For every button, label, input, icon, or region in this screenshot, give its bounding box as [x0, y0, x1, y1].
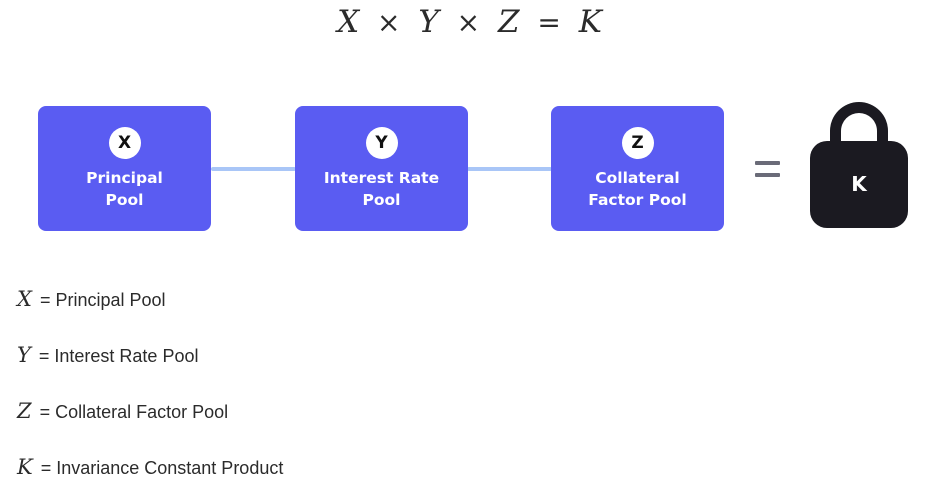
legend-x-var: X	[17, 287, 32, 311]
lock-icon: K	[810, 102, 908, 228]
equals-sign-top-bar	[755, 161, 780, 165]
lock-body: K	[810, 141, 908, 228]
lock-k-label: K	[851, 172, 867, 196]
formula-heading: X × Y × Z = K	[0, 2, 939, 43]
legend-k-var: K	[17, 455, 33, 479]
legend-item-z: Z = Collateral Factor Pool	[17, 397, 228, 425]
connector-x-y	[211, 167, 296, 171]
lock-shackle	[830, 102, 888, 172]
pool-x-label-line1: Principal	[86, 169, 163, 187]
pool-x-label: Principal Pool	[38, 167, 211, 211]
pool-y-label: Interest Rate Pool	[295, 167, 468, 211]
formula-equals: =	[537, 6, 561, 39]
legend-item-y: Y = Interest Rate Pool	[17, 341, 198, 369]
pool-y-label-line1: Interest Rate	[323, 169, 440, 187]
pool-z-label-line2: Factor Pool	[588, 191, 687, 209]
formula-y: Y	[418, 4, 439, 40]
legend-y-desc: = Interest Rate Pool	[38, 346, 199, 366]
pool-z-label: Collateral Factor Pool	[551, 167, 724, 211]
legend-k-desc: = Invariance Constant Product	[40, 458, 284, 478]
formula-z: Z	[498, 4, 520, 40]
pool-z-label-line1: Collateral	[595, 169, 680, 187]
formula-x: X	[337, 4, 360, 40]
legend-y-var: Y	[17, 343, 31, 367]
pool-z-badge: Z	[621, 127, 654, 159]
equals-sign-bottom-bar	[755, 173, 780, 177]
pool-y-badge: Y	[365, 127, 398, 159]
pool-x-label-line2: Pool	[105, 191, 144, 209]
formula-times-2: ×	[456, 6, 481, 39]
interest-rate-pool-box: Y Interest Rate Pool	[295, 106, 468, 231]
formula-times-1: ×	[377, 6, 401, 39]
principal-pool-box: X Principal Pool	[38, 106, 211, 231]
legend-x-desc: = Principal Pool	[39, 290, 166, 310]
legend-z-var: Z	[17, 399, 32, 423]
formula-k: K	[578, 4, 602, 40]
legend-item-x: X = Principal Pool	[17, 285, 166, 313]
collateral-factor-pool-box: Z Collateral Factor Pool	[551, 106, 724, 231]
legend-z-desc: = Collateral Factor Pool	[39, 402, 229, 422]
pool-y-label-line2: Pool	[362, 191, 401, 209]
legend-item-k: K = Invariance Constant Product	[17, 453, 283, 481]
pool-x-badge: X	[108, 127, 141, 159]
connector-y-z	[467, 167, 552, 171]
